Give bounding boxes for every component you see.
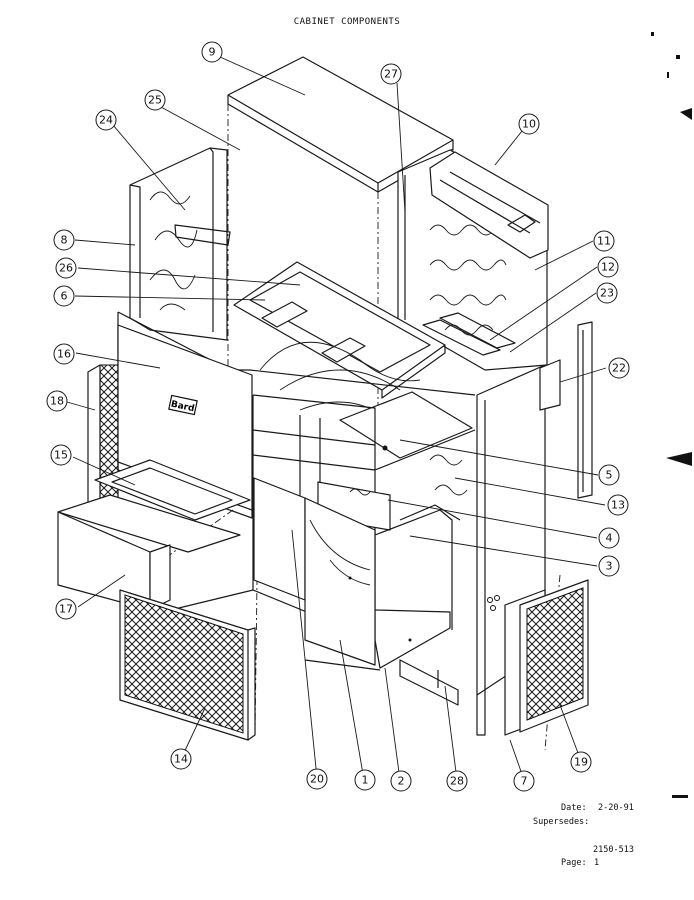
svg-text:5: 5 [606,469,613,482]
callout-27: 27 [380,63,402,85]
callout-20: 20 [306,768,328,790]
svg-text:10: 10 [522,118,536,131]
document-number: 2150-513 [593,845,634,855]
diagram-title: CABINET COMPONENTS [293,17,401,27]
supply-grille [94,459,251,521]
callout-12: 12 [597,256,619,278]
rear-rails [422,312,516,356]
callout-3: 3 [598,555,620,577]
date-label: Date: [561,803,587,813]
right-bracket [539,321,593,499]
callout-22: 22 [608,357,630,379]
center-partition [233,261,473,459]
callout-13: 13 [607,494,629,516]
svg-text:11: 11 [597,235,611,248]
svg-text:23: 23 [600,287,614,300]
svg-text:15: 15 [54,449,68,462]
svg-text:26: 26 [59,262,73,275]
svg-text:2: 2 [398,775,405,788]
left-side-panel [129,147,231,341]
svg-text:3: 3 [606,560,613,573]
callout-19: 19 [570,751,592,773]
svg-text:24: 24 [99,114,113,127]
callout-16: 16 [53,343,75,365]
svg-text:6: 6 [61,290,68,303]
callout-25: 25 [144,89,166,111]
callout-balloons: 9 27 25 24 10 8 11 26 12 6 23 16 22 18 5… [46,41,630,792]
callout-24: 24 [95,109,117,131]
callout-15: 15 [50,444,72,466]
discharge-duct [57,494,241,611]
svg-text:19: 19 [574,756,588,769]
supersedes-label: Supersedes: [533,817,590,827]
callout-4: 4 [598,527,620,549]
base-rail [399,659,459,706]
callout-23: 23 [596,282,618,304]
svg-text:22: 22 [612,362,626,375]
front-return-grille [119,589,256,741]
svg-text:18: 18 [50,395,64,408]
svg-text:13: 13 [611,499,625,512]
callout-17: 17 [55,598,77,620]
callout-11: 11 [593,230,615,252]
cabinet-body [117,311,476,671]
svg-text:20: 20 [310,773,324,786]
callout-10: 10 [518,113,540,135]
callout-5: 5 [598,464,620,486]
svg-text:28: 28 [450,775,464,788]
svg-text:12: 12 [601,261,615,274]
callout-26: 26 [55,257,77,279]
callout-18: 18 [46,390,68,412]
svg-text:4: 4 [606,532,613,545]
side-return-filter [519,579,589,733]
callout-14: 14 [170,748,192,770]
date-value: 2-20-91 [598,803,634,813]
page-label: Page: [561,858,587,868]
scan-marks [651,32,692,798]
leader-lines [66,56,607,781]
svg-text:14: 14 [174,753,188,766]
svg-text:17: 17 [59,603,73,616]
brand-logo: Bard [170,400,195,415]
page-number: 1 [594,858,600,868]
callout-6: 6 [53,285,75,307]
callout-2: 2 [390,770,412,792]
svg-text:7: 7 [521,775,528,788]
svg-text:8: 8 [61,234,68,247]
svg-text:1: 1 [362,774,369,787]
callout-28: 28 [446,770,468,792]
svg-text:25: 25 [148,94,162,107]
svg-text:9: 9 [209,46,216,59]
callout-7: 7 [513,770,535,792]
callout-1: 1 [354,769,376,791]
svg-text:16: 16 [57,348,71,361]
callout-8: 8 [53,229,75,251]
svg-text:27: 27 [384,68,398,81]
callout-9: 9 [201,41,223,63]
